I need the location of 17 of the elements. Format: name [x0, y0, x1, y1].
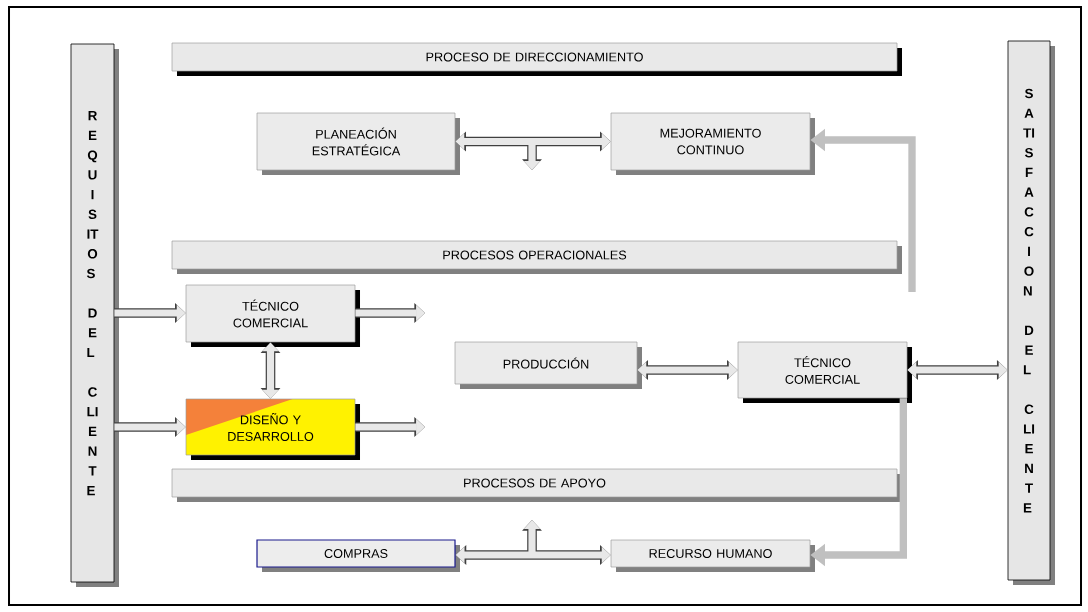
vertical-band: SATISFACCION DEL CLIENTE — [1007, 40, 1055, 585]
arrow — [637, 360, 738, 380]
process-box: COMPRAS — [256, 539, 460, 572]
process-box: RECURSO HUMANO — [610, 539, 815, 572]
section-bar: PROCESOS OPERACIONALES — [171, 240, 902, 274]
process-box: PLANEACIÓN ESTRATÉGICA — [256, 112, 460, 175]
process-box: MEJORAMIENTO CONTINUO — [610, 112, 815, 175]
process-box: PRODUCCIÓN — [454, 341, 642, 389]
section-bar: PROCESOS DE APOYO — [171, 468, 902, 502]
arrow — [907, 360, 1008, 380]
process-box: TÉCNICO COMERCIAL — [185, 284, 360, 347]
section-bar: PROCESO DE DIRECCIONAMIENTO — [171, 42, 902, 76]
arrow — [260, 342, 281, 399]
vertical-band: REQUISITOS DEL CLIENTE — [70, 43, 119, 587]
process-box: DISEÑO Y DESARROLLO — [185, 398, 360, 460]
arrow — [455, 131, 611, 170]
process-box: TÉCNICO COMERCIAL — [737, 341, 912, 403]
